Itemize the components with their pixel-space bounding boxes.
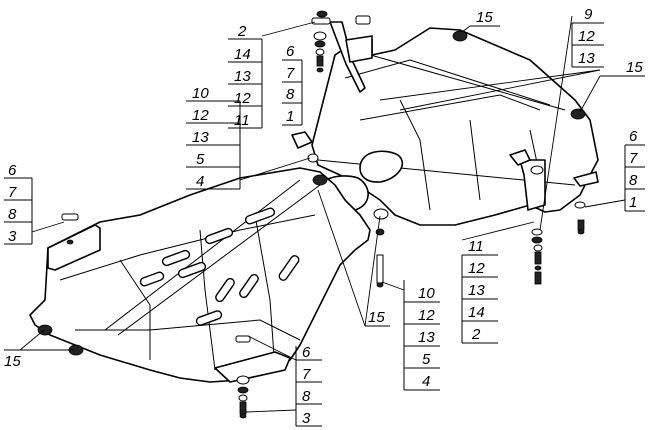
callout-right-3: 1	[629, 194, 637, 211]
callout-top-center-right-2: 8	[286, 86, 295, 103]
callout-lower-center-2: 13	[418, 329, 435, 346]
callout-top-center-1: 14	[234, 46, 251, 63]
slot-1	[244, 207, 276, 225]
callout-top-right-1: 12	[578, 28, 595, 45]
callout-top-center-right-0: 6	[286, 43, 295, 60]
callout-far-left-3: 3	[8, 228, 17, 245]
callout-lower-center-3: 5	[422, 351, 431, 368]
label-15-left: 15	[4, 349, 21, 370]
slot-2	[204, 227, 234, 245]
callout-lower-right-2: 13	[468, 282, 485, 299]
slot-7	[239, 273, 259, 299]
callout-top-center-2: 13	[234, 68, 251, 85]
left-top-bolt	[61, 213, 79, 245]
callout-lower-center-1: 12	[418, 307, 435, 324]
callout-mid-left-2: 13	[192, 129, 209, 146]
callout-lower-right-1: 12	[468, 260, 485, 277]
top-bracket-plate	[345, 35, 373, 63]
callout-far-left-1: 7	[8, 184, 17, 201]
slot-9	[195, 310, 223, 326]
label-15-top-text: 15	[476, 9, 493, 26]
callout-bottom-center-3: 3	[302, 410, 311, 427]
far-right-bolt	[574, 201, 586, 235]
label-15-center-text: 15	[368, 309, 385, 326]
top-right-nut	[355, 15, 371, 25]
callout-top-center: 2 14 13 12 11	[228, 23, 263, 129]
callout-top-center-right: 6 7 8 1	[282, 43, 303, 126]
top-bracket	[329, 21, 366, 93]
callout-lower-center-0: 10	[418, 285, 435, 302]
bottom-bracket	[214, 351, 291, 383]
callout-top-center-4: 11	[234, 112, 250, 129]
callout-top-center-3: 12	[234, 90, 251, 107]
callout-mid-left-0: 10	[192, 85, 209, 102]
label-15-right: 15	[600, 59, 645, 77]
mid-left-hardware	[307, 153, 328, 186]
callout-mid-left: 10 12 13 5 4	[186, 85, 241, 190]
callout-lower-center-4: 4	[422, 373, 430, 390]
left-flange	[47, 224, 101, 271]
callout-top-right-0: 9	[584, 6, 593, 23]
callout-mid-left-1: 12	[192, 107, 209, 124]
callout-bottom-center-1: 7	[302, 366, 311, 383]
mid-bracket	[291, 131, 313, 149]
callout-bottom-center: 6 7 8 3	[295, 344, 322, 427]
label-15-left-text: 15	[4, 353, 21, 370]
callout-right: 6 7 8 1	[624, 128, 645, 212]
label-15-right-text: 15	[626, 59, 643, 76]
center-bolt	[373, 208, 389, 288]
right-hardware-stack	[530, 165, 544, 285]
callout-mid-left-4: 4	[196, 173, 204, 190]
slot-3	[161, 249, 191, 267]
right-tab	[573, 171, 599, 187]
slot-5	[139, 271, 165, 287]
callout-top-right-2: 13	[578, 50, 595, 67]
callout-lower-center: 10 12 13 5 4	[403, 280, 440, 391]
callout-bottom-center-0: 6	[302, 344, 311, 361]
callout-right-2: 8	[629, 172, 638, 189]
bottom-hardware-stack	[235, 335, 251, 419]
callout-far-left: 6 7 8 3	[4, 162, 33, 245]
callout-lower-right: 11 12 13 14 2	[461, 238, 498, 344]
callout-lower-right-3: 14	[468, 304, 485, 321]
callout-top-center-right-3: 1	[286, 108, 294, 125]
callout-bottom-center-2: 8	[302, 388, 311, 405]
callout-right-0: 6	[629, 128, 638, 145]
callout-right-1: 7	[629, 150, 638, 167]
callout-lower-right-0: 11	[468, 238, 484, 255]
right-bracket-tab	[509, 149, 531, 166]
callout-top-center-right-1: 7	[286, 65, 295, 82]
rubber-mount-top	[452, 30, 468, 42]
label-15-top: 15	[470, 9, 500, 27]
slot-6	[278, 255, 300, 281]
callout-top-right: 9 12 13	[571, 6, 604, 68]
callout-mid-left-3: 5	[196, 151, 205, 168]
callout-far-left-0: 6	[8, 162, 17, 179]
rubber-mount-right	[570, 108, 586, 120]
slot-4	[177, 261, 207, 279]
center-cutout	[359, 150, 404, 183]
top-hardware-stack	[311, 10, 331, 73]
label-15-center: 15	[365, 309, 390, 327]
callout-far-left-2: 8	[8, 206, 17, 223]
callout-lower-right-4: 2	[471, 326, 481, 343]
slot-8	[215, 277, 235, 303]
callout-top-center-0: 2	[237, 23, 247, 40]
